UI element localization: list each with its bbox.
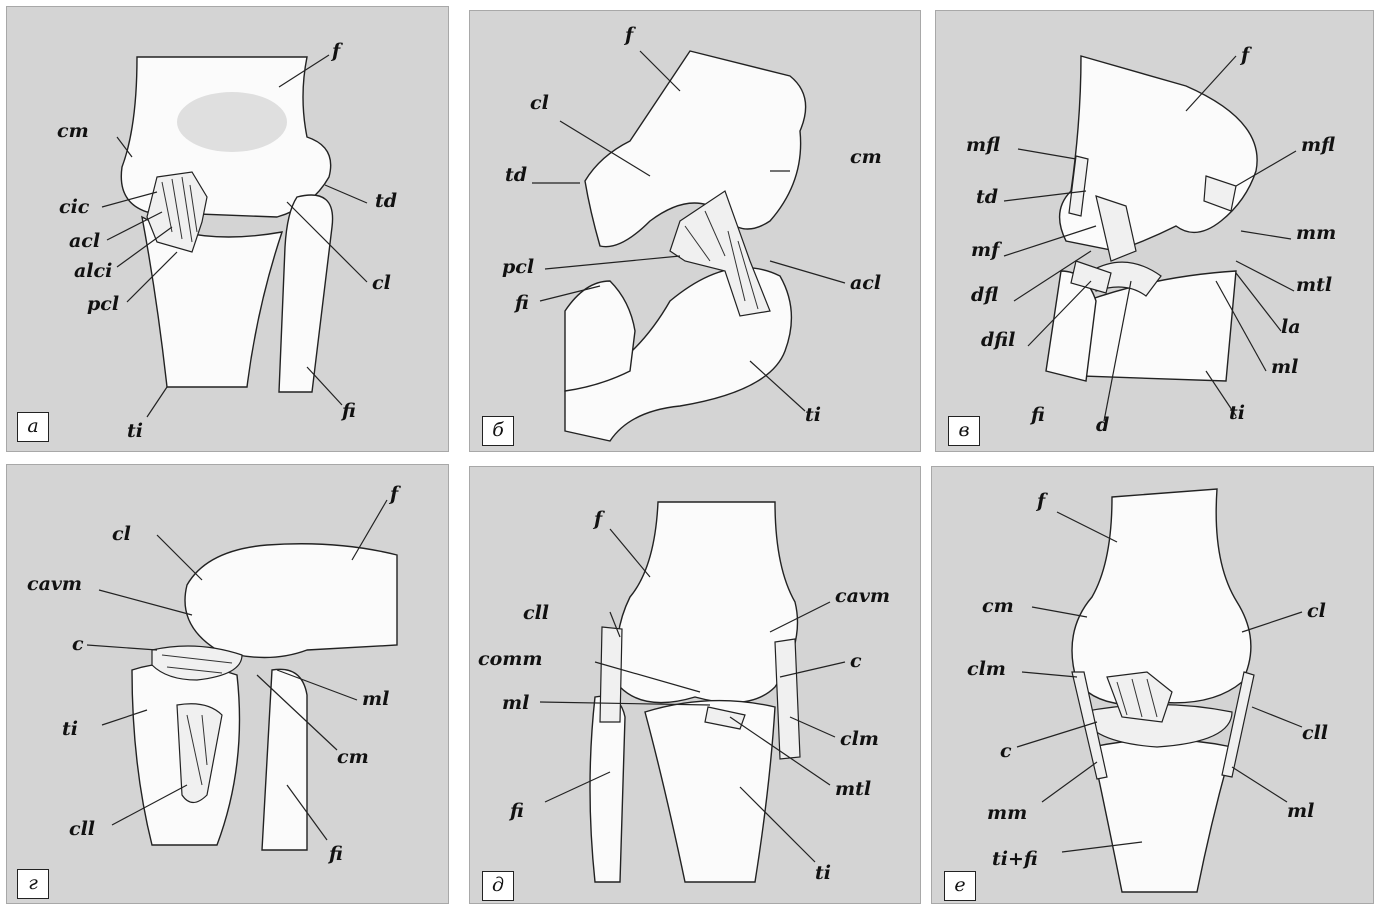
- label-cll: cll: [69, 818, 95, 840]
- label-cll: cll: [1302, 722, 1328, 744]
- knee-diagram-v: f mfl td mf dfl dfil fi d mfl mm mtl la …: [936, 11, 1375, 453]
- panel-letter-e: е: [944, 871, 976, 901]
- label-cm: cm: [337, 746, 369, 768]
- panel-d: f cll comm ml fi cavm c clm mtl ti д: [469, 466, 921, 904]
- panel-letter-d: д: [482, 871, 514, 901]
- label-mm: mm: [1296, 222, 1336, 244]
- label-ti-fi: ti+fi: [992, 848, 1038, 870]
- label-fi: fi: [327, 843, 343, 865]
- label-ti: ti: [815, 862, 831, 884]
- panel-a: f cm cic acl alci pcl td cl ti fi а: [6, 6, 449, 452]
- label-ti: ti: [1229, 402, 1245, 424]
- label-ti: ti: [127, 420, 143, 442]
- label-pcl: pcl: [87, 293, 119, 315]
- label-acl: acl: [69, 230, 100, 252]
- label-c: c: [72, 633, 84, 655]
- label-pcl: pcl: [502, 256, 534, 278]
- knee-diagram-g: f cl cavm c ti cll ml cm fi: [7, 465, 450, 905]
- panel-letter-v: в: [948, 416, 980, 446]
- femur-g: [185, 544, 397, 658]
- femur-v: [1060, 56, 1258, 251]
- knee-diagram-e: f cm clm c mm ti+fi cl cll ml: [932, 467, 1375, 905]
- tibia-d: [645, 701, 775, 882]
- label-f: f: [623, 24, 636, 46]
- label-mm: mm: [987, 802, 1027, 824]
- label-cm: cm: [850, 146, 882, 168]
- label-c: c: [1000, 740, 1012, 762]
- label-cavm: cavm: [27, 573, 82, 595]
- knee-diagram-a: f cm cic acl alci pcl td cl ti fi: [7, 7, 450, 453]
- panel-v: f mfl td mf dfl dfil fi d mfl mm mtl la …: [935, 10, 1374, 452]
- label-f: f: [1239, 44, 1252, 66]
- panel-e: f cm clm c mm ti+fi cl cll ml е: [931, 466, 1374, 904]
- label-acl: acl: [850, 272, 881, 294]
- knee-diagram-d: f cll comm ml fi cavm c clm mtl ti: [470, 467, 922, 905]
- label-mtl: mtl: [835, 778, 871, 800]
- label-cl: cl: [112, 523, 131, 545]
- cll-d: [600, 627, 622, 722]
- fibula-g: [262, 669, 307, 850]
- label-ml: ml: [1287, 800, 1314, 822]
- label-td: td: [375, 190, 397, 212]
- label-c: c: [850, 650, 862, 672]
- label-mfl-left: mfl: [966, 134, 1000, 156]
- label-comm: comm: [478, 648, 542, 670]
- label-fi: fi: [340, 400, 356, 422]
- label-f: f: [592, 508, 605, 530]
- label-td: td: [976, 186, 998, 208]
- label-alci: alci: [74, 260, 112, 282]
- label-f: f: [330, 40, 343, 62]
- label-fi: fi: [513, 292, 529, 314]
- label-cic: cic: [59, 196, 90, 218]
- label-td: td: [505, 164, 527, 186]
- panel-g: f cl cavm c ti cll ml cm fi г: [6, 464, 449, 904]
- label-cl: cl: [372, 272, 391, 294]
- fibula-a: [279, 195, 333, 392]
- knee-diagram-b: f cl td cm pcl fi acl ti: [470, 11, 922, 453]
- fibula-d: [590, 696, 625, 882]
- label-f: f: [1035, 490, 1048, 512]
- panel-letter-g: г: [17, 869, 49, 899]
- label-dfil: dfil: [981, 329, 1015, 351]
- label-fi: fi: [508, 800, 524, 822]
- tibia-fibula-e: [1092, 740, 1232, 893]
- label-cm: cm: [982, 595, 1014, 617]
- label-cavm: cavm: [835, 585, 890, 607]
- panel-letter-a: а: [17, 412, 49, 442]
- clm-d: [775, 639, 800, 759]
- label-clm: clm: [967, 658, 1006, 680]
- panel-b: f cl td cm pcl fi acl ti б: [469, 10, 921, 452]
- label-ml: ml: [362, 688, 389, 710]
- label-cll: cll: [523, 602, 549, 624]
- femur-e: [1072, 489, 1251, 705]
- label-ml: ml: [1271, 356, 1298, 378]
- label-fi: fi: [1029, 404, 1045, 426]
- label-clm: clm: [840, 728, 879, 750]
- label-mf: mf: [971, 239, 1002, 261]
- label-cl: cl: [1307, 600, 1326, 622]
- label-dfl: dfl: [971, 284, 998, 306]
- label-cl: cl: [530, 92, 549, 114]
- label-d: d: [1096, 414, 1109, 436]
- label-ti: ti: [805, 404, 821, 426]
- label-cm: cm: [57, 120, 89, 142]
- label-la: la: [1281, 316, 1301, 338]
- label-ml: ml: [502, 692, 529, 714]
- label-mtl: mtl: [1296, 274, 1332, 296]
- femur-d: [617, 502, 798, 703]
- label-mfl-right: mfl: [1301, 134, 1335, 156]
- label-ti: ti: [62, 718, 78, 740]
- panel-letter-b: б: [482, 416, 514, 446]
- label-f: f: [388, 483, 401, 505]
